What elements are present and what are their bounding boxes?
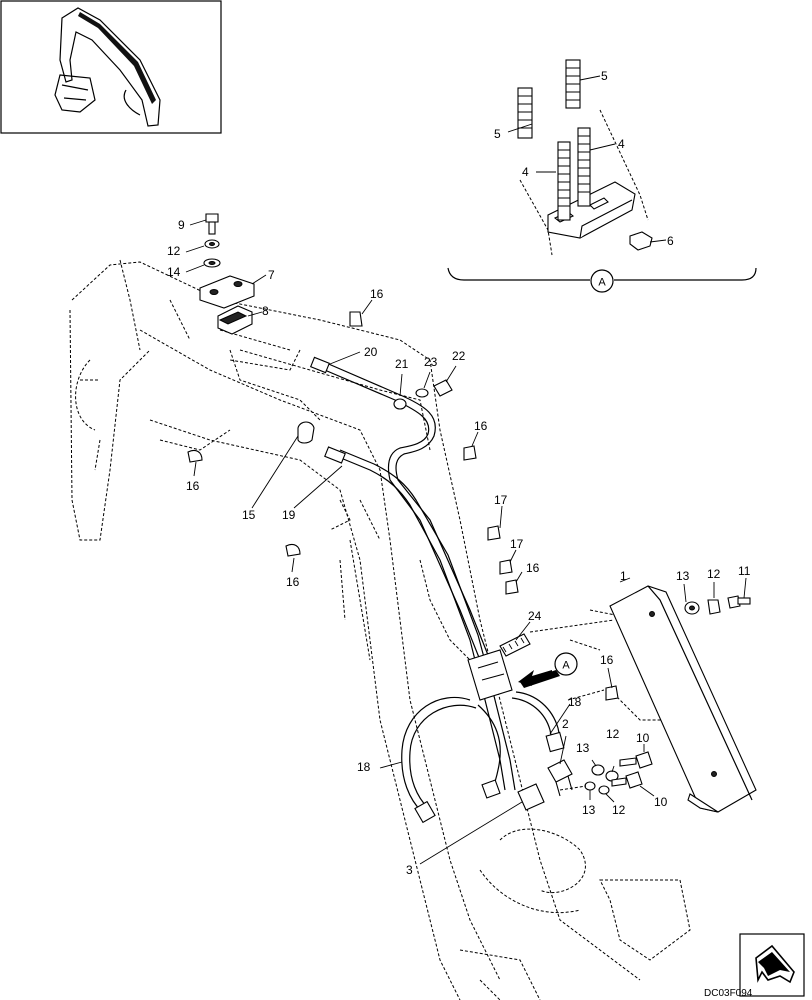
section-a-arrow: A [518, 652, 578, 688]
callout-17-lower: 17 [510, 537, 524, 551]
fitting-4-left [557, 141, 571, 221]
callout-16-mid: 16 [474, 419, 488, 433]
callout-16-lower-right: 16 [600, 653, 614, 667]
callout-16-right: 16 [526, 561, 540, 575]
callout-8: 8 [262, 304, 269, 318]
callout-12-right: 12 [707, 567, 721, 581]
callout-5-upper: 5 [601, 69, 608, 83]
callout-13-mid: 13 [576, 741, 590, 755]
callout-18-right: 18 [568, 695, 582, 709]
callout-21: 21 [395, 357, 409, 371]
detail-a-label: A [598, 277, 606, 289]
callout-4-left: 4 [522, 165, 529, 179]
callout-15: 15 [242, 508, 256, 522]
callout-18-left: 18 [357, 760, 371, 774]
callout-3: 3 [406, 863, 413, 877]
callout-24: 24 [528, 609, 542, 623]
callout-17-upper: 17 [494, 493, 508, 507]
orientation-arrow-icon [739, 933, 805, 997]
callout-labels: 5 5 4 4 6 9 12 14 7 8 16 20 21 23 22 16 … [167, 69, 751, 877]
fitting-5-right [565, 59, 581, 109]
callout-6: 6 [667, 234, 674, 248]
callout-13-top: 13 [676, 569, 690, 583]
callout-1: 1 [620, 569, 627, 583]
callout-14: 14 [167, 265, 181, 279]
callout-16-top: 16 [370, 287, 384, 301]
callout-12-top: 12 [167, 244, 181, 258]
callout-23: 23 [424, 355, 438, 369]
hydraulic-lines [309, 356, 565, 824]
callout-13-bottom: 13 [582, 803, 596, 817]
callout-20: 20 [364, 345, 378, 359]
callout-22: 22 [452, 349, 466, 363]
detail-a-fittings: A [447, 59, 757, 293]
callout-9: 9 [178, 218, 185, 232]
boom-phantom [69, 259, 691, 1000]
callout-16-left: 16 [186, 479, 200, 493]
callout-5-lower: 5 [494, 127, 501, 141]
section-a-label: A [562, 660, 570, 672]
callout-11: 11 [738, 564, 751, 578]
drawing-code: DC03F094 [704, 988, 753, 999]
callout-16-lower-left: 16 [286, 575, 300, 589]
leader-lines [185, 219, 747, 865]
callout-10-upper: 10 [636, 731, 650, 745]
fitting-5-left [517, 87, 533, 139]
callout-19: 19 [282, 508, 296, 522]
inset-thumbnail [0, 0, 222, 134]
fitting-4-right [577, 127, 591, 207]
callout-4-right: 4 [618, 137, 625, 151]
callout-10-lower: 10 [654, 795, 668, 809]
hardware-parts [187, 213, 757, 813]
callout-7: 7 [268, 268, 275, 282]
callout-12-bottom: 12 [612, 803, 626, 817]
callout-12-mid: 12 [606, 727, 620, 741]
callout-2: 2 [562, 717, 569, 731]
